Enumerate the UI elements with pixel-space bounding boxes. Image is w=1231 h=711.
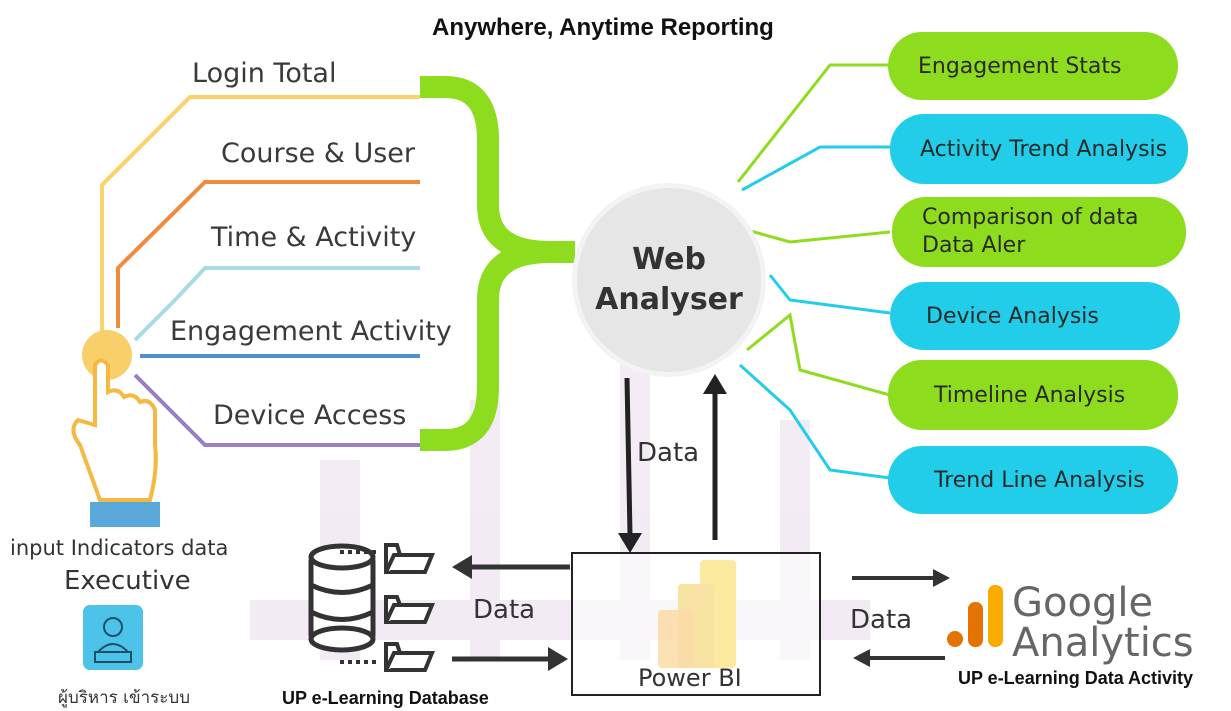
analytics-label: Analytics xyxy=(1012,620,1194,666)
folder-icon xyxy=(384,543,435,672)
green-bracket xyxy=(420,76,575,451)
executive-login-caption: ผู้บริหาร เข้าระบบ xyxy=(58,688,190,708)
indicator-login-total: Login Total xyxy=(192,58,337,89)
power-bi-label: Power BI xyxy=(638,664,742,692)
output-connectors xyxy=(736,63,891,480)
google-analytics-logo-icon xyxy=(947,585,1003,647)
data-label-google: Data xyxy=(850,605,913,635)
output-device-analysis: Device Analysis xyxy=(890,282,1180,350)
indicator-device-access: Device Access xyxy=(213,400,407,431)
center-line1: Web xyxy=(632,242,706,277)
output-comparison-data: Comparison of data Data Aler xyxy=(892,197,1186,267)
output-label: Trend Line Analysis xyxy=(934,467,1145,493)
output-timeline-analysis: Timeline Analysis xyxy=(888,360,1178,430)
power-bi-box xyxy=(571,552,821,696)
center-line2: Analyser xyxy=(595,282,743,317)
output-label: Timeline Analysis xyxy=(934,382,1126,408)
dotted-links xyxy=(340,550,380,664)
output-label: Activity Trend Analysis xyxy=(920,136,1168,162)
input-indicators-label: input Indicators data xyxy=(10,536,229,560)
executive-label: Executive xyxy=(64,566,191,596)
vertical-data-arrows xyxy=(618,374,727,553)
output-engagement-stats: Engagement Stats xyxy=(888,32,1178,100)
web-analyser-node: Web Analyser xyxy=(577,188,761,372)
data-label-database: Data xyxy=(473,595,536,625)
indicator-lines xyxy=(100,95,420,447)
indicator-course-user: Course & User xyxy=(221,138,416,169)
indicator-engagement-activity: Engagement Activity xyxy=(170,316,452,347)
output-label-line2: Data Aler xyxy=(922,233,1026,258)
indicator-time-activity: Time & Activity xyxy=(211,222,417,253)
output-label: Engagement Stats xyxy=(918,53,1122,79)
output-label: Comparison of data xyxy=(922,205,1139,230)
database-icon xyxy=(308,543,376,653)
diagram-title: Anywhere, Anytime Reporting xyxy=(432,14,774,41)
output-label: Device Analysis xyxy=(926,303,1099,329)
hand-pointer-icon xyxy=(71,330,160,527)
database-caption: UP e-Learning Database xyxy=(282,688,489,708)
output-activity-trend: Activity Trend Analysis xyxy=(890,114,1188,184)
output-trend-line-analysis: Trend Line Analysis xyxy=(888,446,1178,514)
ga-caption: UP e-Learning Data Activity xyxy=(958,668,1194,688)
data-label-vertical: Data xyxy=(637,438,700,468)
executive-desk-icon xyxy=(83,605,143,670)
ga-arrows xyxy=(852,569,950,667)
google-label: Google xyxy=(1012,580,1154,626)
db-arrows xyxy=(452,555,570,671)
